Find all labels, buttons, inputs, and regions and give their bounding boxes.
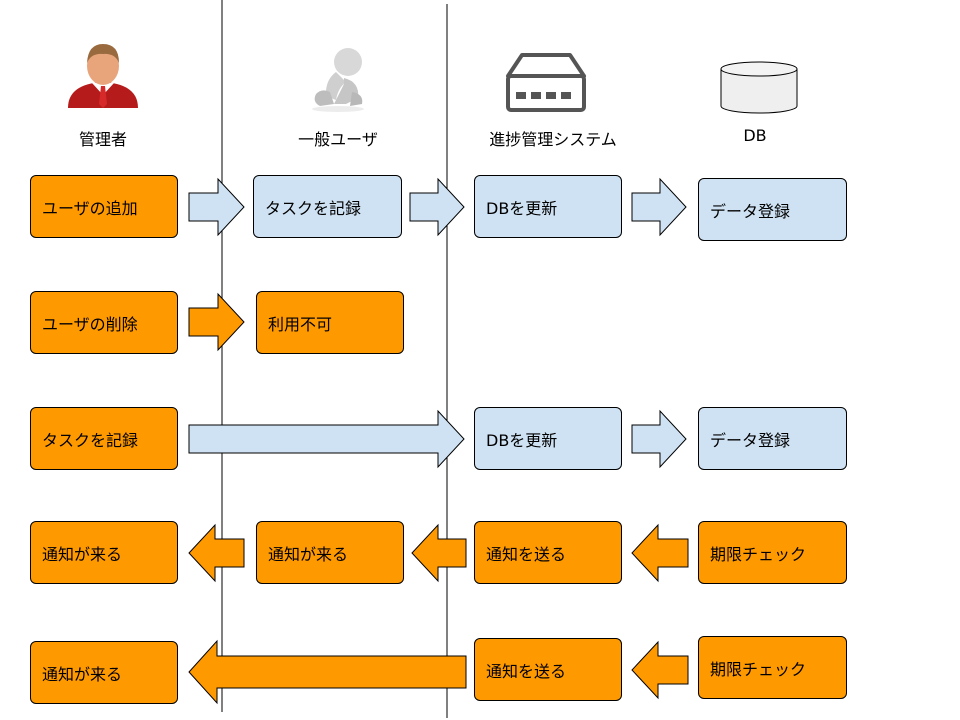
sitting-figure-icon	[312, 48, 364, 112]
step-deadline-check: 期限チェック	[698, 636, 847, 699]
step-add-user: ユーザの追加	[30, 175, 178, 238]
step-register-data: データ登録	[698, 407, 847, 470]
step-send-notification: 通知を送る	[474, 638, 622, 701]
step-notification-received: 通知が来る	[256, 521, 404, 584]
flow-arrow-left	[631, 640, 689, 700]
flow-arrow-left	[188, 639, 467, 705]
lane-label-db: DB	[743, 126, 767, 145]
step-delete-user: ユーザの削除	[30, 291, 178, 354]
step-notification-received: 通知が来る	[30, 521, 178, 584]
step-deadline-check: 期限チェック	[698, 521, 847, 584]
flow-arrow-right	[188, 292, 245, 352]
database-icon	[720, 61, 798, 114]
lane-label-general-user: 一般ユーザ	[298, 130, 378, 149]
network-switch-icon	[506, 53, 586, 112]
flow-arrow-right	[188, 177, 245, 237]
step-send-notification: 通知を送る	[474, 521, 622, 584]
step-notification-received: 通知が来る	[30, 641, 178, 704]
flow-arrow-left	[188, 523, 245, 583]
lane-label-progress-system: 進捗管理システム	[489, 130, 617, 149]
flow-arrow-right	[188, 409, 465, 469]
step-update-db: DBを更新	[474, 175, 622, 238]
flow-arrow-right	[631, 409, 687, 469]
step-register-data: データ登録	[698, 178, 847, 241]
step-record-task: タスクを記録	[30, 407, 178, 470]
flow-arrow-left	[411, 523, 467, 583]
lane-label-admin: 管理者	[78, 130, 127, 149]
flow-arrow-left	[631, 523, 689, 583]
step-record-task: タスクを記録	[253, 175, 402, 238]
step-unavailable: 利用不可	[256, 291, 404, 354]
businessman-icon	[68, 44, 138, 108]
step-update-db: DBを更新	[474, 407, 622, 470]
flow-arrow-right	[631, 177, 687, 237]
flow-arrow-right	[409, 177, 465, 237]
